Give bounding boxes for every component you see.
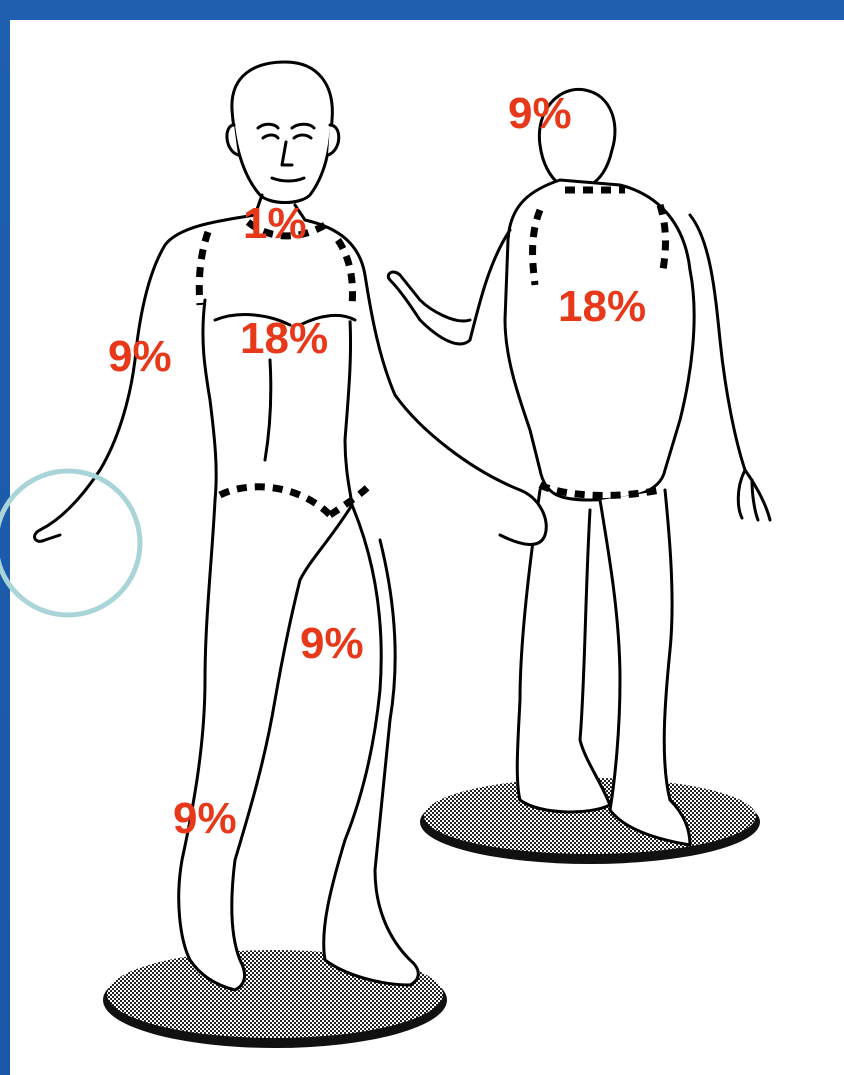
label-trunk-front: 18% [240,317,328,361]
label-head-back: 9% [508,92,572,136]
label-neck: 1% [243,202,307,246]
label-thigh: 9% [300,622,364,666]
label-leg: 9% [173,797,237,841]
label-arm: 9% [108,335,172,379]
back-figure [388,89,770,845]
circle-highlight-icon [0,471,140,615]
label-trunk-back: 18% [558,285,646,329]
